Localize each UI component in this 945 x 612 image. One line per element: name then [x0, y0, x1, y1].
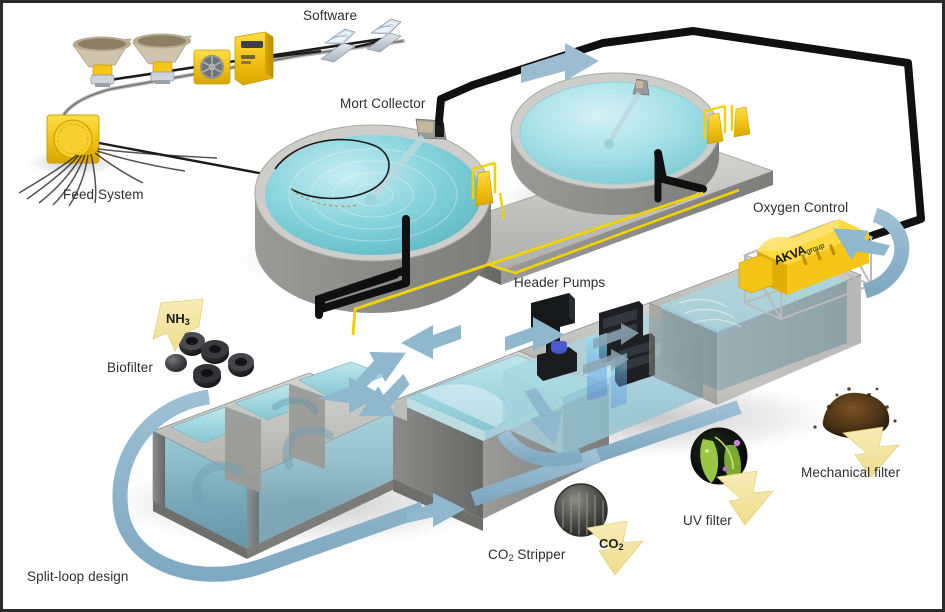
flow-ribbons	[497, 400, 742, 467]
biofilter-media-3	[193, 364, 221, 388]
co2-stripper-icon	[554, 483, 608, 537]
uv-treatment-basin	[503, 293, 705, 455]
co2-stripper-subscript: 2	[508, 553, 514, 563]
fish-tank-rear	[510, 72, 720, 215]
label-feed-system: Feed System	[63, 187, 144, 202]
label-header-pumps: Header Pumps	[514, 275, 606, 290]
biofilter-media-2	[201, 340, 229, 364]
label-biofilter: Biofilter	[107, 360, 153, 375]
biofilter-media-1	[179, 332, 205, 356]
mort-collector-head	[415, 118, 447, 140]
uv-filter-icon	[690, 427, 748, 487]
co2-stripper-base: CO	[488, 547, 509, 562]
nh3-subscript: 3	[184, 317, 190, 327]
svg-text:AKVA: AKVA	[772, 243, 808, 268]
oxygen-diffuser-cone-1	[471, 161, 497, 207]
oxygen-diffuser-cones	[471, 104, 751, 220]
oxygen-supply-pipe-yellow	[443, 188, 740, 275]
mechanical-filter-basin: AKVA group	[647, 219, 874, 405]
oxygen-pipe-to-basins	[351, 191, 704, 336]
label-software: Software	[303, 8, 358, 23]
label-uv-filter: UV filter	[683, 513, 732, 528]
feed-blower-fan	[193, 49, 231, 85]
biofilter-basin	[152, 361, 405, 559]
label-mechanical-filter: Mechanical filter	[801, 465, 901, 480]
uv-lamp-racks	[587, 301, 655, 409]
feed-selector-unit	[46, 114, 100, 164]
oxygen-control-unit: AKVA group	[738, 219, 869, 295]
label-oxygen-control: Oxygen Control	[753, 200, 849, 215]
label-nh3: NH3	[166, 311, 190, 327]
mort-collector-arm-rear	[632, 78, 650, 96]
header-pump-unit	[531, 293, 577, 381]
feed-hopper-1	[72, 36, 132, 87]
biofilter-media	[165, 332, 254, 388]
label-split-loop-design: Split-loop design	[27, 569, 129, 584]
main-black-pipework	[317, 27, 925, 313]
oxygen-diffuser-cone-4	[730, 105, 751, 138]
feed-line-to-tank	[98, 141, 292, 181]
oxygen-diffuser-cone-2	[498, 192, 506, 220]
diagram-artwork: AKVA group	[18, 18, 925, 582]
feed-hopper-2	[132, 33, 192, 84]
oxygen-diffuser-cone-3	[703, 104, 727, 145]
uv-internal-flow-arrows	[583, 323, 639, 375]
co2-base: CO	[599, 536, 619, 551]
ground-shadows	[23, 149, 853, 551]
oxygen-unit-support-frame	[742, 219, 874, 321]
nh3-base: NH	[166, 311, 185, 326]
feed-system-assembly	[18, 18, 405, 207]
label-mort-collector: Mort Collector	[340, 96, 426, 111]
software-laptop-2	[366, 18, 402, 53]
co2-stripper-suffix: Stripper	[513, 547, 566, 562]
tank-outlet-pipe	[315, 267, 407, 319]
pump-sump-basin	[391, 350, 611, 531]
recirculation-flow	[112, 207, 910, 582]
label-co2-stripper: CO2 Stripper	[488, 547, 565, 563]
svg-text:group: group	[805, 241, 826, 256]
biofilter-media-4	[228, 353, 254, 377]
label-co2: CO2	[599, 536, 624, 552]
mechanical-filter-sludge	[813, 387, 897, 439]
fish-tank-front	[254, 118, 492, 313]
biofilter-media-5	[165, 354, 187, 372]
feed-doser-cabinet	[234, 31, 274, 86]
tank-platform	[416, 142, 775, 285]
co2-subscript: 2	[618, 542, 624, 552]
software-laptop-1	[320, 28, 356, 63]
